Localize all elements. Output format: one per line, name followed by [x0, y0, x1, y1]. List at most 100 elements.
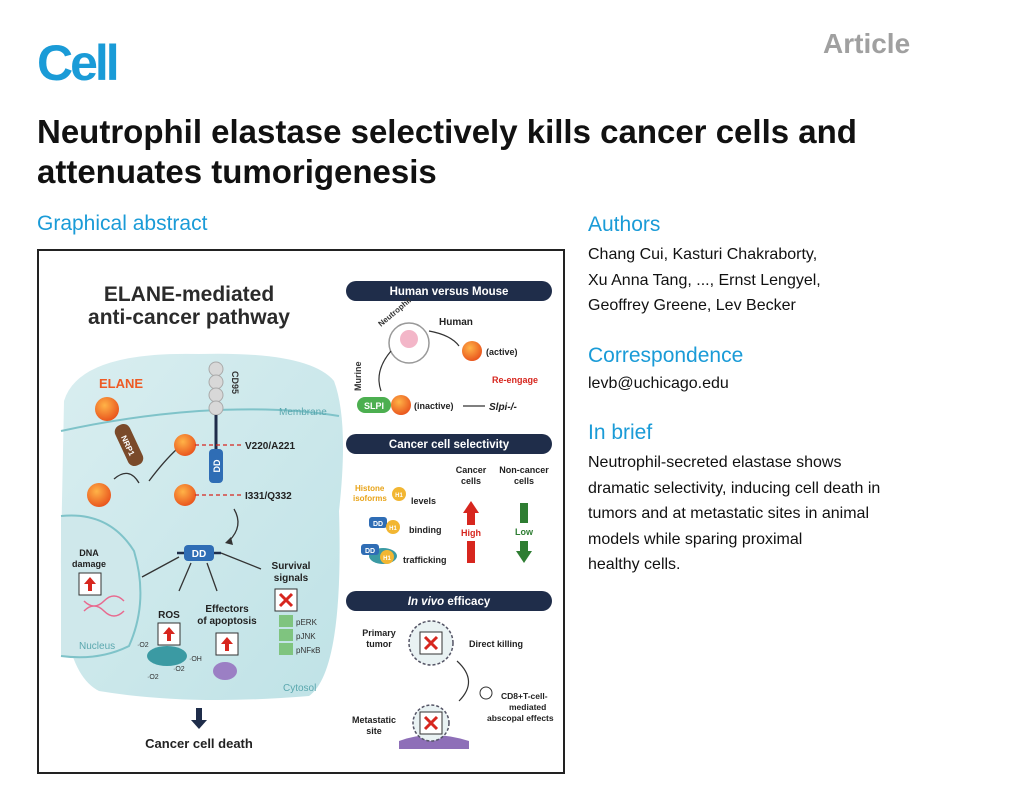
membrane-line — [60, 408, 340, 432]
effector-protein — [213, 662, 237, 680]
dd-binding-chip — [369, 517, 387, 528]
site1-label: V220/A221 — [245, 441, 295, 452]
col-cancer-2: cells — [461, 476, 481, 486]
cancer-cell-death-label: Cancer cell death — [145, 736, 253, 751]
elane-ball-4 — [174, 484, 196, 506]
efficacy-header-rest: efficacy — [444, 596, 491, 608]
cd8-tcell-icon — [479, 686, 493, 700]
arrow-to-cd95 — [148, 448, 178, 482]
pnfkb-box — [279, 643, 293, 655]
metastatic-x-mark — [423, 715, 439, 731]
in-brief-line-1: Neutrophil-secreted elastase shows — [588, 454, 842, 471]
inactive-label: (inactive) — [414, 401, 454, 411]
efficacy-header-bg — [346, 591, 552, 611]
efficacy-header: In vivo efficacy — [408, 596, 491, 608]
membrane-label: Membrane — [279, 407, 327, 418]
oh-label: ·OH — [189, 656, 202, 663]
nucleus-label: Nucleus — [79, 641, 115, 652]
dd-fragment — [184, 545, 214, 561]
in-brief-line-3: tumors and at metastatic sites in animal — [588, 505, 870, 522]
high-label: High — [461, 528, 481, 538]
effectors-label-2: of apoptosis — [197, 616, 257, 627]
binding-label: binding — [409, 525, 442, 535]
ros-label: ROS — [158, 610, 180, 621]
dd-binding-label: DD — [373, 521, 383, 528]
authors-section: Authors Chang Cui, Kasturi Chakraborty, … — [588, 212, 988, 319]
in-brief-line-5: healthy cells. — [588, 556, 681, 573]
arrow-abscopal — [456, 660, 470, 702]
elane-ball-3 — [174, 434, 196, 456]
cd8-label-3: abscopal effects — [487, 713, 554, 723]
pnfkb-label: pNFκB — [296, 646, 320, 655]
high-arrow-stem-bottom — [467, 541, 475, 563]
arrow-murine — [378, 350, 392, 392]
arrow-effectors — [206, 562, 218, 592]
ros-up-arrow — [163, 627, 175, 641]
cytosol-label: Cytosol — [283, 683, 316, 694]
in-brief-line-2: dramatic selectivity, inducing cell deat… — [588, 479, 881, 497]
h1-label-3: H1 — [383, 556, 391, 562]
low-label: Low — [515, 527, 534, 537]
h1-icon-2 — [386, 520, 400, 534]
dna-damage-label-1: DNA — [79, 548, 99, 558]
authors-line-1: Chang Cui, Kasturi Chakraborty, — [588, 246, 818, 263]
nrp1-receptor — [114, 423, 144, 467]
o2-label-a: ·O2 — [137, 642, 149, 649]
perk-label: pERK — [296, 618, 318, 627]
in-brief-section: In brief Neutrophil-secreted elastase sh… — [588, 420, 988, 578]
in-brief-line-4: models while sparing proximal — [588, 530, 803, 548]
site2-label: I331/Q332 — [245, 491, 292, 502]
metastatic-label-2: site — [366, 726, 382, 736]
cd8-label-1: CD8+T-cell- — [501, 691, 548, 701]
neutrophil-nucleus — [400, 330, 418, 348]
dna-up-arrow — [84, 577, 96, 591]
selectivity-header-bg — [346, 434, 552, 454]
elane-ball-1 — [95, 397, 119, 421]
arrow-dna — [141, 556, 180, 578]
elane-murine-inactive — [391, 395, 411, 415]
correspondence-email[interactable]: levb@uchicago.edu — [588, 375, 729, 392]
pjnk-box — [279, 629, 293, 641]
in-brief-heading: In brief — [588, 421, 653, 444]
slpi-label: SLPI — [364, 401, 384, 411]
o2-label-b: ·O2 — [173, 666, 185, 673]
histone-label-2: isoforms — [353, 494, 387, 503]
dna-helix — [83, 595, 125, 617]
arrow-ros — [178, 562, 192, 592]
cd95-bead-2 — [208, 374, 224, 390]
arrow-human — [428, 330, 460, 347]
dna-damage-label-2: damage — [72, 559, 106, 569]
low-arrow-head — [516, 551, 532, 563]
cd95-bead-1 — [208, 361, 224, 377]
death-arrow-head — [191, 720, 207, 729]
elane-ball-2 — [87, 483, 111, 507]
effectors-up-arrow — [221, 637, 233, 651]
dd-trafficking-label: DD — [365, 548, 375, 555]
effectors-label-1: Effectors — [205, 604, 249, 615]
selectivity-header: Cancer cell selectivity — [389, 439, 510, 451]
metastatic-label-1: Metastatic — [352, 715, 396, 725]
pathway-title-line2: anti-cancer pathway — [88, 306, 290, 329]
authors-line-3: Geoffrey Greene, Lev Becker — [588, 297, 796, 314]
col-noncancer-1: Non-cancer — [499, 465, 549, 475]
o2-label-c: ·O2 — [147, 674, 159, 681]
efficacy-header-em: In vivo — [408, 596, 444, 608]
human-label: Human — [439, 317, 473, 328]
cd95-dd-label: DD — [212, 459, 222, 472]
primary-x-mark — [423, 635, 439, 651]
in-brief-text: Neutrophil-secreted elastase shows drama… — [588, 450, 958, 578]
human-mouse-header-bg — [346, 281, 552, 301]
direct-killing-label: Direct killing — [469, 639, 523, 649]
graphical-abstract-figure: ELANE-mediated anti-cancer pathway Membr… — [37, 249, 565, 774]
paper-title: Neutrophil elastase selectively kills ca… — [37, 113, 857, 190]
survival-label-2: signals — [274, 573, 309, 584]
col-noncancer-2: cells — [514, 476, 534, 486]
journal-logo: Cell — [37, 35, 120, 91]
pjnk-label: pJNK — [296, 632, 316, 641]
survival-label-1: Survival — [272, 561, 311, 572]
correspondence-heading: Correspondence — [588, 344, 744, 367]
high-arrow-stem-top — [467, 513, 475, 525]
arrow-head-2 — [225, 537, 233, 545]
mitochondrion — [147, 646, 187, 666]
cd95-dd-domain — [209, 449, 223, 483]
